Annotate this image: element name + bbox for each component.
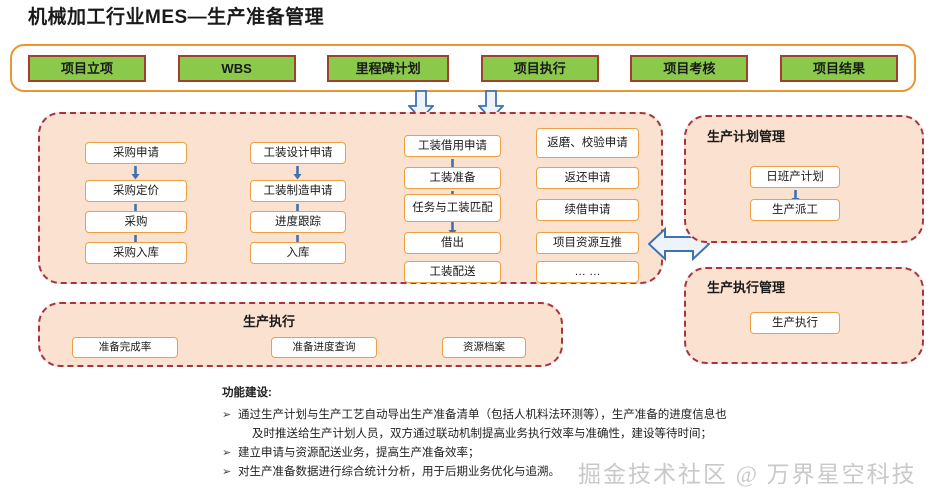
flow-box-production-execution[interactable]: 生产执行 (750, 312, 840, 334)
flow-box-tooling-manufacture-request[interactable]: 工装制造申请 (250, 180, 346, 202)
bullet-arrow-icon: ➢ (222, 409, 232, 421)
phase-bar: 项目立项 WBS 里程碑计划 项目执行 项目考核 项目结果 (10, 44, 916, 92)
phase-chip-wbs[interactable]: WBS (177, 54, 296, 82)
bottom-execution-panel-title: 生产执行 (243, 314, 296, 329)
phase-chip-project-execution[interactable]: 项目执行 (480, 54, 599, 82)
flow-box-purchase[interactable]: 采购 (85, 211, 187, 233)
flow-box-production-dispatch[interactable]: 生产派工 (750, 199, 840, 221)
note-item: ➢ 建立申请与资源配送业务，提高生产准备效率； (222, 445, 922, 461)
flow-box-tooling-delivery[interactable]: 工装配送 (404, 261, 501, 283)
note-continuation: 及时推送给生产计划人员，双方通过联动机制提高业务执行效率与准确性，建设等待时间； (252, 428, 712, 440)
flow-box-inbound[interactable]: 入库 (250, 242, 346, 264)
arrow-down-icon (131, 166, 140, 180)
note-item: ➢ 通过生产计划与生产工艺自动导出生产准备清单（包括人机料法环测等），生产准备的… (222, 407, 922, 423)
phase-chip-project-assessment[interactable]: 项目考核 (630, 54, 749, 82)
flow-box-renew-borrow-request[interactable]: 续借申请 (536, 199, 639, 221)
flow-box-preparation-progress-query[interactable]: 准备进度查询 (271, 337, 377, 358)
flow-box-purchase-inbound[interactable]: 采购入库 (85, 242, 187, 264)
note-text: 对生产准备数据进行综合统计分析，用于后期业务优化与追溯。 (238, 466, 560, 478)
note-text: 通过生产计划与生产工艺自动导出生产准备清单（包括人机料法环测等），生产准备的进度… (238, 409, 727, 421)
flow-box-tooling-borrow-request[interactable]: 工装借用申请 (404, 135, 501, 157)
phase-chip-project-result[interactable]: 项目结果 (779, 54, 898, 82)
flow-box-tooling-preparation[interactable]: 工装准备 (404, 167, 501, 189)
bullet-arrow-icon: ➢ (222, 447, 232, 459)
notes-block: 功能建设: ➢ 通过生产计划与生产工艺自动导出生产准备清单（包括人机料法环测等）… (222, 384, 922, 483)
flow-box-preparation-completion-rate[interactable]: 准备完成率 (72, 337, 178, 358)
phase-chip-project-initiation[interactable]: 项目立项 (28, 54, 146, 82)
flow-box-task-tooling-match[interactable]: 任务与工装匹配 (404, 194, 501, 222)
flow-box-regrind-inspection-request[interactable]: 返磨、校验申请 (536, 128, 639, 158)
production-plan-panel-title: 生产计划管理 (707, 129, 786, 144)
note-text: 建立申请与资源配送业务，提高生产准备效率； (238, 447, 480, 459)
phase-bar-inner: 项目立项 WBS 里程碑计划 项目执行 项目考核 项目结果 (12, 46, 914, 90)
flow-box-purchase-request[interactable]: 采购申请 (85, 142, 187, 164)
flow-box-purchase-pricing[interactable]: 采购定价 (85, 180, 187, 202)
page-title: 机械加工行业MES—生产准备管理 (28, 7, 325, 28)
watermark: 掘金技术社区 @ 万界星空科技 (578, 462, 917, 487)
flow-box-return-request[interactable]: 返还申请 (536, 167, 639, 189)
flow-box-lend-out[interactable]: 借出 (404, 232, 501, 254)
flow-box-progress-tracking[interactable]: 进度跟踪 (250, 211, 346, 233)
flow-box-project-resource-push[interactable]: 项目资源互推 (536, 232, 639, 254)
production-execution-panel-title: 生产执行管理 (707, 280, 786, 295)
flow-box-daily-shift-plan[interactable]: 日班产计划 (750, 166, 840, 188)
flow-box-more[interactable]: … … (536, 261, 639, 283)
phase-chip-milestone-plan[interactable]: 里程碑计划 (327, 54, 450, 82)
note-item: ➢ 对生产准备数据进行综合统计分析，用于后期业务优化与追溯。 (222, 464, 922, 480)
flow-box-resource-archive[interactable]: 资源档案 (442, 337, 526, 358)
flow-box-tooling-design-request[interactable]: 工装设计申请 (250, 142, 346, 164)
bullet-arrow-icon: ➢ (222, 466, 232, 478)
notes-heading: 功能建设: (222, 387, 272, 399)
arrow-down-icon (293, 166, 302, 180)
